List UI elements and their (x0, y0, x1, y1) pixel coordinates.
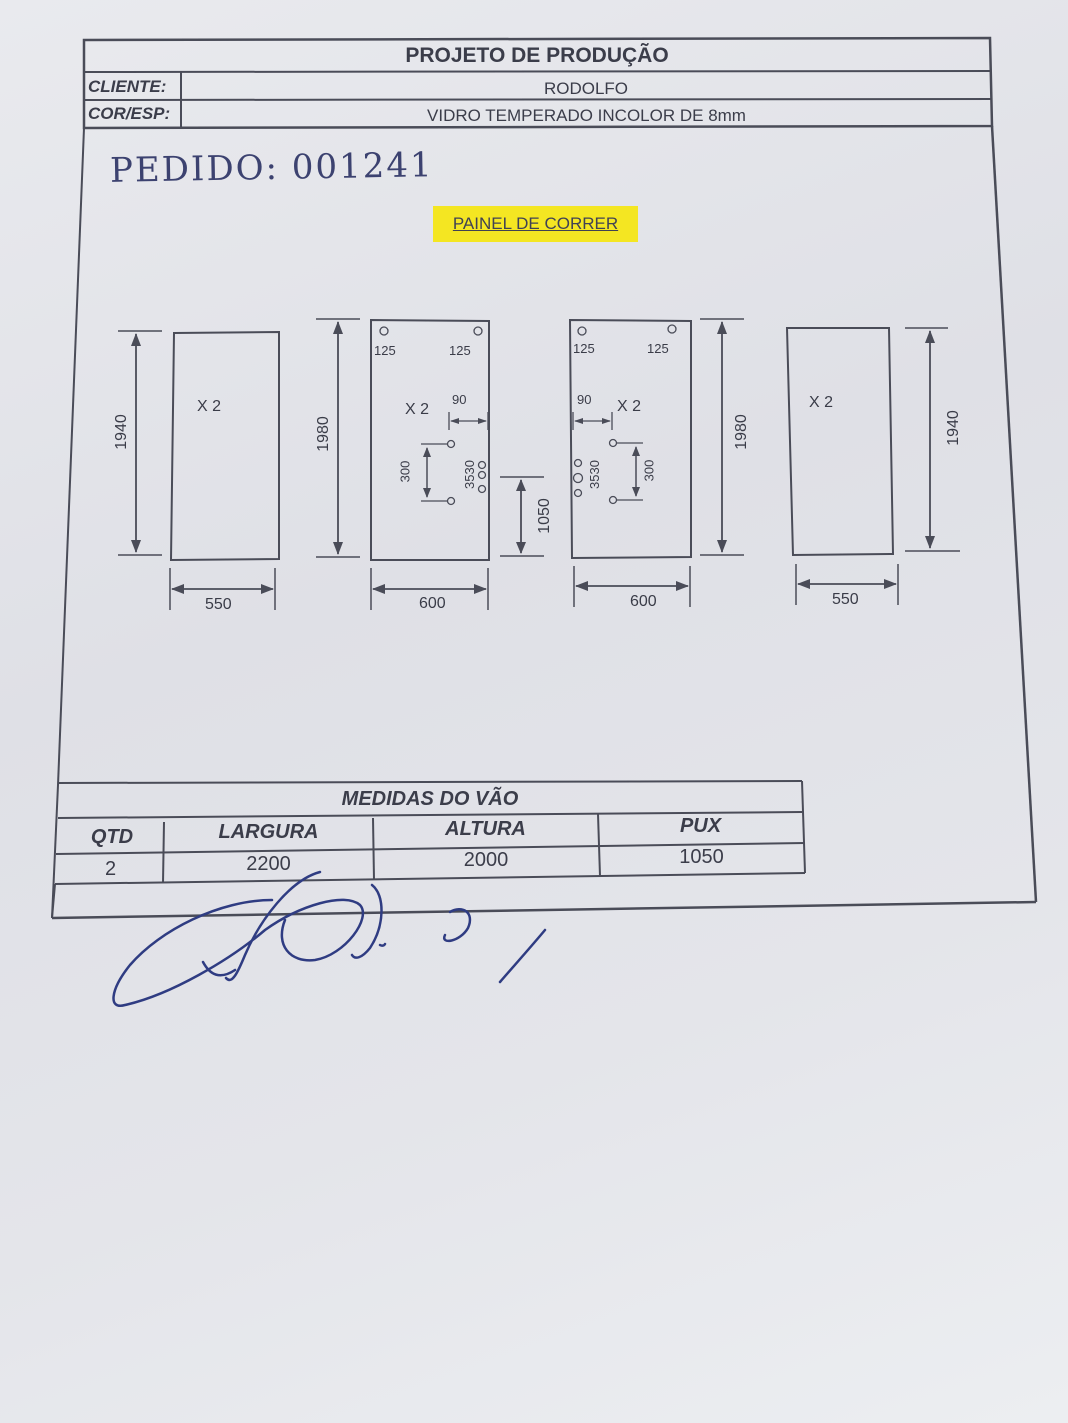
panel-2-handle-offset: 90 (452, 392, 467, 407)
table-title: MEDIDAS DO VÃO (341, 788, 519, 810)
panel-2-qty: X 2 (405, 401, 430, 418)
panel-3-qty: X 2 (617, 398, 642, 415)
table-cell-largura: 2200 (246, 853, 291, 875)
panel-3-hole-right: 125 (647, 341, 669, 356)
table-header-pux: PUX (679, 815, 722, 837)
panel-1-width: 550 (205, 596, 232, 613)
table-cell-pux: 1050 (679, 846, 724, 868)
page-title: PROJETO DE PRODUÇÃO (405, 44, 669, 67)
table-header-altura: ALTURA (445, 818, 526, 840)
panel-2-width: 600 (419, 595, 446, 612)
panel-2-hole-left: 125 (374, 343, 396, 358)
client-label: CLIENTE: (88, 77, 167, 96)
panel-4-qty: X 2 (809, 394, 834, 411)
table-cell-altura: 2000 (463, 849, 509, 871)
table-header-largura: LARGURA (218, 821, 319, 843)
panel-4-width: 550 (832, 591, 859, 608)
table-cell-qtd: 2 (104, 858, 117, 880)
panel-3-hole-left: 125 (573, 341, 595, 356)
color-label: COR/ESP: (88, 104, 171, 123)
panel-3-handle-offset: 90 (577, 392, 592, 407)
panel-3-width: 600 (630, 593, 657, 610)
color-value: VIDRO TEMPERADO INCOLOR DE 8mm (427, 106, 746, 125)
panel-badge: PAINEL DE CORRER (433, 206, 638, 242)
panel-badge-label: PAINEL DE CORRER (452, 214, 619, 233)
panel-2-hole-right: 125 (449, 343, 471, 358)
table-header-qtd: QTD (90, 826, 134, 848)
panel-1-qty: X 2 (197, 398, 222, 415)
client-value: RODOLFO (543, 79, 629, 98)
